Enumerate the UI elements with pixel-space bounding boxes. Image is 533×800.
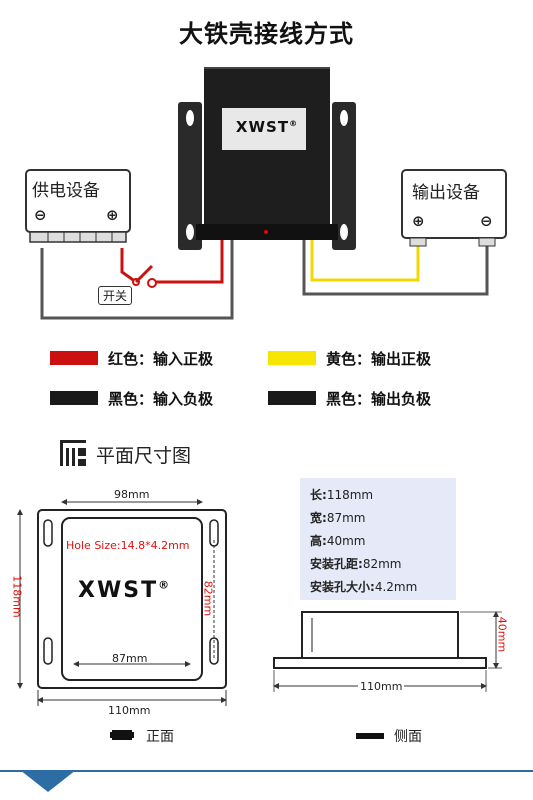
- front-view-drawing: [17, 499, 227, 706]
- spec-width: 宽:87mm: [310, 511, 366, 525]
- legend-swatch-yellow: [268, 351, 316, 365]
- front-inner-width: 87mm: [112, 652, 148, 665]
- spec-length: 长:118mm: [310, 488, 374, 502]
- legend-input-positive: 红色：输入正极: [108, 350, 214, 368]
- legend-output-positive: 黄色：输出正极: [326, 350, 432, 368]
- front-width-top: 98mm: [114, 488, 150, 501]
- supply-device-label: 供电设备: [32, 181, 100, 201]
- output-device-box: [401, 169, 507, 239]
- output-minus-icon: ⊖: [480, 212, 493, 230]
- converter-label-plate: [222, 108, 306, 150]
- legend-swatch-red: [50, 351, 98, 365]
- supply-device-base: [29, 231, 127, 243]
- legend-output-negative: 黑色：输出负极: [326, 390, 432, 408]
- output-positive-wire: [310, 232, 420, 282]
- output-plus-icon: ⊕: [412, 212, 425, 230]
- side-bottom-width: 110mm: [358, 680, 405, 693]
- legend-swatch-black-in: [50, 391, 98, 405]
- side-view-label: 侧面: [394, 729, 422, 745]
- legend-swatch-black-out: [268, 391, 316, 405]
- switch-lever: [134, 264, 154, 284]
- wiring-diagram: [25, 67, 507, 320]
- output-device-label: 输出设备: [412, 183, 480, 203]
- input-positive-wire-2: [150, 232, 224, 284]
- legend-input-negative: 黑色：输入负极: [108, 390, 214, 408]
- hole-size-label: Hole Size:14.8*4.2mm: [66, 539, 190, 552]
- plan-section-title: 平面尺寸图: [96, 445, 192, 467]
- converter-mount-right: [332, 102, 356, 250]
- front-bottom-width: 110mm: [108, 704, 151, 717]
- input-negative-wire: [40, 232, 234, 320]
- output-negative-wire: [302, 232, 489, 296]
- page-title: 大铁壳接线方式: [179, 20, 354, 48]
- supply-minus-icon: ⊖: [34, 206, 47, 224]
- spec-hole-distance: 安装孔距:82mm: [310, 557, 402, 571]
- converter-body: [204, 68, 330, 236]
- side-height-label: 40mm: [495, 616, 509, 653]
- footer-down-arrow-icon: [20, 770, 76, 792]
- front-height-left: 118mm: [10, 575, 24, 618]
- spec-hole-size: 安装孔大小:4.2mm: [310, 580, 418, 594]
- side-view-drawing: [273, 611, 502, 692]
- spec-box: [300, 478, 456, 600]
- converter-mount-left: [178, 102, 202, 250]
- side-view-icon: [356, 733, 384, 739]
- switch-label: 开关: [98, 286, 133, 305]
- switch-contact-right: [147, 278, 157, 288]
- front-brand: XWST®: [78, 578, 172, 603]
- front-view-label: 正面: [146, 729, 174, 745]
- footer-divider: [0, 770, 533, 772]
- front-view-icon: [110, 730, 134, 740]
- ruler-icon: [60, 440, 86, 466]
- supply-plus-icon: ⊕: [106, 206, 119, 224]
- input-positive-wire: [120, 248, 137, 284]
- spec-height: 高:40mm: [310, 534, 366, 548]
- hole-distance-label: 82mm: [201, 580, 215, 617]
- converter-brand: XWST®: [235, 118, 299, 136]
